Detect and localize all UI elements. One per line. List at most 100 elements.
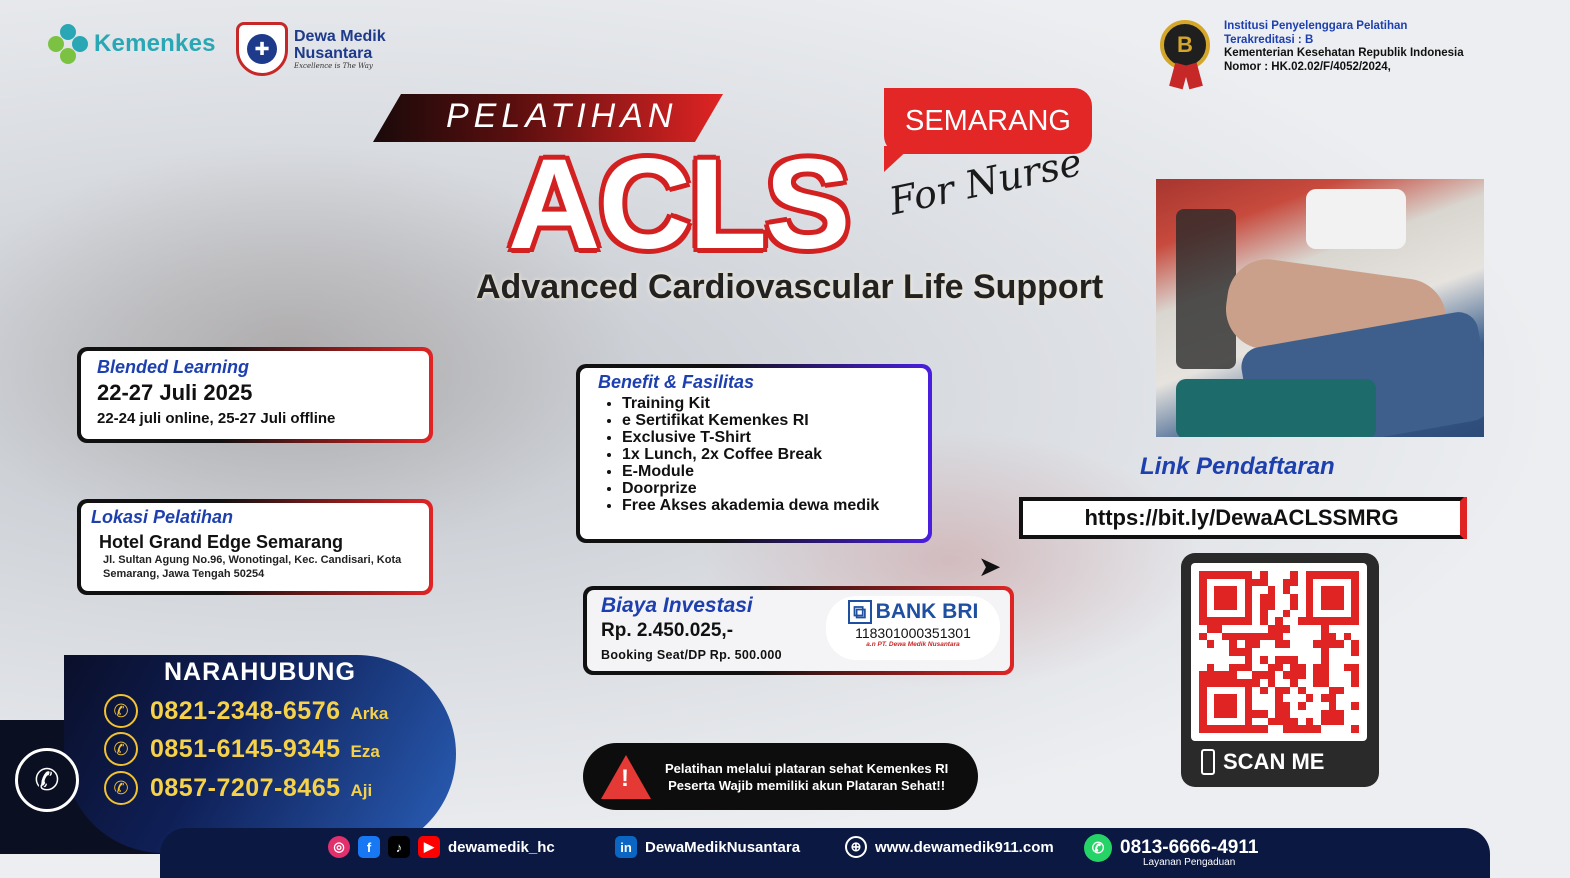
contact-number: 0851-6145-9345 [150, 734, 341, 763]
qr-module [1298, 602, 1306, 610]
qr-module [1344, 586, 1352, 594]
qr-module [1306, 625, 1314, 633]
qr-module [1206, 725, 1215, 733]
qr-module [1351, 601, 1359, 610]
qr-module [1275, 617, 1283, 625]
qr-module [1252, 694, 1260, 702]
qr-module [1199, 617, 1207, 625]
qr-module [1237, 610, 1245, 618]
bank-account: 118301000351301 [855, 625, 971, 641]
accred-line2: Terakreditasi : B [1224, 33, 1314, 46]
kemenkes-mark-icon [48, 24, 88, 64]
qr-module [1282, 702, 1291, 710]
qr-module [1206, 671, 1215, 679]
qr-module [1336, 617, 1344, 625]
qr-module [1313, 663, 1321, 672]
website-link[interactable]: ⊕ www.dewamedik911.com [845, 836, 1054, 858]
contact-item[interactable]: ✆ 0851-6145-9345 Eza [104, 732, 380, 766]
qr-module [1320, 632, 1329, 641]
qr-module [1344, 656, 1352, 664]
qr-module [1214, 664, 1222, 672]
qr-module [1313, 702, 1321, 710]
kemenkes-logo: Kemenkes [48, 24, 216, 64]
qr-code[interactable] [1199, 571, 1359, 733]
instagram-icon[interactable]: ◎ [328, 836, 350, 858]
qr-module [1245, 671, 1253, 679]
qr-module [1244, 648, 1253, 656]
qr-module [1351, 656, 1359, 664]
contact-item[interactable]: ✆ 0857-7207-8465 Aji [104, 771, 372, 805]
qr-module [1237, 571, 1245, 579]
linkedin-link[interactable]: in DewaMedikNusantara [615, 836, 800, 858]
contact-name: Arka [350, 704, 389, 723]
qr-module [1298, 656, 1306, 664]
qr-module [1259, 571, 1268, 579]
qr-module [1313, 725, 1321, 733]
qr-module [1221, 594, 1230, 602]
qr-module [1244, 655, 1253, 664]
accreditation: B Institusi Penyelenggara Pelatihan Tera… [1160, 20, 1464, 90]
qr-module [1252, 610, 1260, 618]
facebook-icon[interactable]: f [358, 836, 380, 858]
investment-dp: Booking Seat/DP Rp. 500.000 [601, 648, 782, 662]
qr-module [1298, 579, 1306, 587]
qr-module [1329, 725, 1337, 733]
investment-box: Biaya Investasi Rp. 2.450.025,- Booking … [583, 586, 1014, 675]
qr-module [1298, 648, 1306, 656]
qr-module [1320, 655, 1329, 664]
qr-module [1237, 702, 1245, 710]
qr-module [1329, 664, 1337, 672]
qr-module [1237, 625, 1245, 633]
qr-module [1290, 655, 1299, 664]
qr-module [1351, 586, 1359, 595]
qr-module [1282, 578, 1291, 587]
qr-module [1229, 709, 1238, 718]
qr-module [1244, 702, 1253, 710]
qr-module [1214, 633, 1222, 641]
qr-module [1252, 687, 1260, 695]
qr-module [1336, 717, 1344, 726]
qr-module [1222, 640, 1230, 648]
qr-module [1344, 694, 1352, 702]
qr-module [1275, 694, 1283, 703]
contact-item[interactable]: ✆ 0821-2348-6576 Arka [104, 694, 388, 728]
qr-module [1343, 632, 1352, 641]
qr-module [1313, 571, 1321, 579]
qr-module [1268, 694, 1276, 702]
schedule-box: Blended Learning 22-27 Juli 2025 22-24 j… [77, 347, 433, 443]
qr-module [1237, 671, 1245, 679]
qr-module [1214, 718, 1222, 726]
qr-module [1298, 694, 1306, 702]
qr-module [1244, 594, 1253, 602]
qr-module [1252, 709, 1260, 718]
qr-module [1252, 648, 1260, 656]
qr-module [1336, 633, 1344, 641]
qr-card[interactable]: SCAN ME [1181, 553, 1379, 787]
qr-module [1351, 571, 1359, 579]
qr-module [1237, 579, 1245, 587]
qr-module [1199, 578, 1207, 587]
qr-module [1328, 594, 1337, 602]
schedule-dates: 22-27 Juli 2025 [97, 380, 253, 405]
address-line1: Jl. Sultan Agung No.96, Wonotingal, Kec.… [103, 554, 402, 566]
qr-module [1290, 702, 1298, 710]
qr-module [1252, 594, 1260, 602]
bri-mark-icon: ⧉ [847, 600, 872, 624]
qr-module [1244, 725, 1253, 733]
qr-module [1244, 578, 1253, 587]
qr-module [1207, 610, 1215, 618]
qr-module [1329, 671, 1337, 679]
qr-module [1229, 571, 1238, 579]
social-links[interactable]: ◎ f ♪ ▶ dewamedik_hc [328, 836, 555, 858]
qr-module [1260, 679, 1268, 687]
youtube-icon[interactable]: ▶ [418, 836, 440, 858]
qr-module [1351, 617, 1359, 625]
qr-module [1237, 648, 1245, 656]
qr-module [1199, 686, 1207, 695]
whatsapp-link[interactable]: ✆ 0813-6666-4911 [1084, 834, 1258, 862]
qr-module [1260, 718, 1268, 726]
qr-module [1259, 725, 1268, 733]
tiktok-icon[interactable]: ♪ [388, 836, 410, 858]
registration-link[interactable]: https://bit.ly/DewaACLSSMRG [1019, 497, 1464, 539]
